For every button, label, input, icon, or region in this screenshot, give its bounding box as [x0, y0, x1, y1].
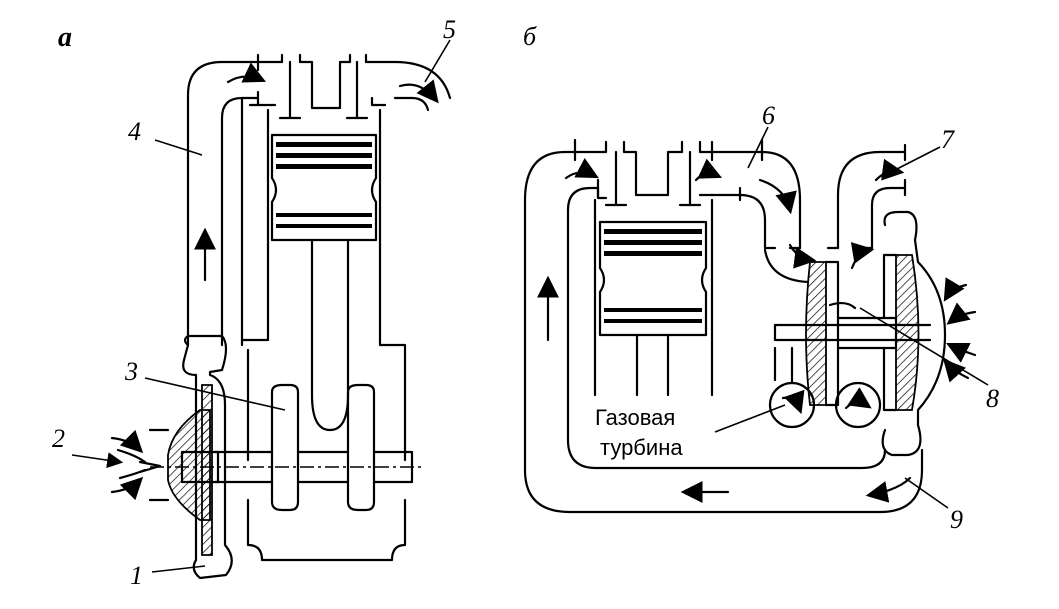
panel-a-diagram: а [52, 15, 456, 590]
exhaust-flow-arrow [398, 79, 439, 104]
turbocharger [768, 210, 977, 457]
caption-line-2: турбина [600, 435, 683, 460]
callout-2: 2 [52, 424, 65, 453]
connecting-rod [310, 238, 350, 432]
callout-3: 3 [124, 357, 138, 386]
caption-line-1: Газовая [595, 405, 675, 430]
callout-9: 9 [950, 505, 963, 534]
panel-b-letter: б [523, 22, 537, 51]
compressor [110, 334, 233, 580]
cylinder-head-b [573, 140, 722, 397]
panel-a-callouts: 4 5 3 2 1 [52, 15, 456, 590]
callout-5: 5 [443, 15, 456, 44]
exhaust-outlet [826, 143, 907, 270]
piston [270, 133, 378, 242]
callout-8: 8 [986, 384, 999, 413]
callout-7: 7 [941, 125, 955, 154]
panel-b-callouts: 6 7 8 9 [747, 101, 999, 534]
cylinder-head [256, 53, 452, 120]
panel-a-letter: а [58, 22, 72, 53]
turbine-wheel [805, 261, 827, 406]
piston-b [598, 220, 708, 397]
crankcase [246, 358, 407, 562]
callout-4: 4 [128, 117, 141, 146]
callout-1: 1 [130, 561, 143, 590]
callout-6: 6 [762, 101, 775, 130]
cylinder [240, 96, 407, 362]
panel-b-diagram: б [523, 22, 999, 534]
intake-duct [186, 53, 277, 347]
gas-turbine-caption: Газовая турбина [595, 404, 786, 460]
exhaust-duct [710, 138, 817, 284]
